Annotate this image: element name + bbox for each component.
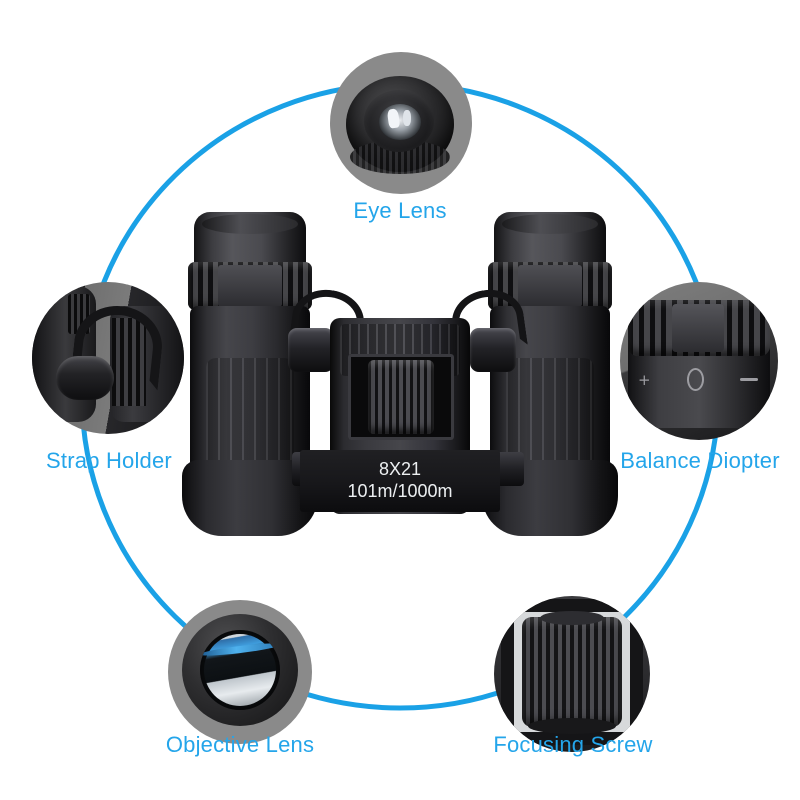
right-diopter-ring <box>488 262 612 310</box>
focusing-wheel <box>368 360 434 434</box>
focusing-screw-plate <box>514 611 630 734</box>
left-strap-holder-tab <box>288 328 334 372</box>
focusing-screw-knob-icon <box>522 611 622 734</box>
callout-label-balance-diopter: Balance Diopter <box>620 448 780 473</box>
callout-label-eye-lens: Eye Lens <box>353 198 447 223</box>
diopter-minus-mark <box>739 378 758 381</box>
objective-inner-ring-icon <box>200 630 280 710</box>
diopter-scale-marks: + <box>638 368 758 391</box>
strap-lug-icon <box>56 356 114 400</box>
diopter-plus-mark: + <box>638 370 651 389</box>
field-of-view-text: 101m/1000m <box>347 481 453 501</box>
magnification-text: 8X21 <box>378 459 422 480</box>
callout-eye-lens[interactable] <box>330 52 472 194</box>
diopter-zero-mark <box>686 368 704 391</box>
callout-label-focusing-screw: Focusing Screw <box>493 732 653 757</box>
callout-label-strap-holder: Strap Holder <box>46 448 172 473</box>
eye-lens-glass-icon <box>379 104 421 140</box>
callout-label-objective-lens: Objective Lens <box>165 732 315 757</box>
right-strap-holder-tab <box>470 328 516 372</box>
left-diopter-ring <box>188 262 312 310</box>
spec-plate: 8X21 101m/1000m <box>300 450 500 512</box>
callout-balance-diopter[interactable]: + <box>620 282 778 440</box>
callout-objective-lens[interactable] <box>168 600 312 744</box>
diopter-ring-icon <box>628 300 770 356</box>
strap-holder-body-right <box>110 306 184 422</box>
callout-strap-holder[interactable] <box>32 282 184 434</box>
callout-focusing-screw[interactable] <box>494 596 650 752</box>
objective-glass-icon <box>204 634 276 706</box>
